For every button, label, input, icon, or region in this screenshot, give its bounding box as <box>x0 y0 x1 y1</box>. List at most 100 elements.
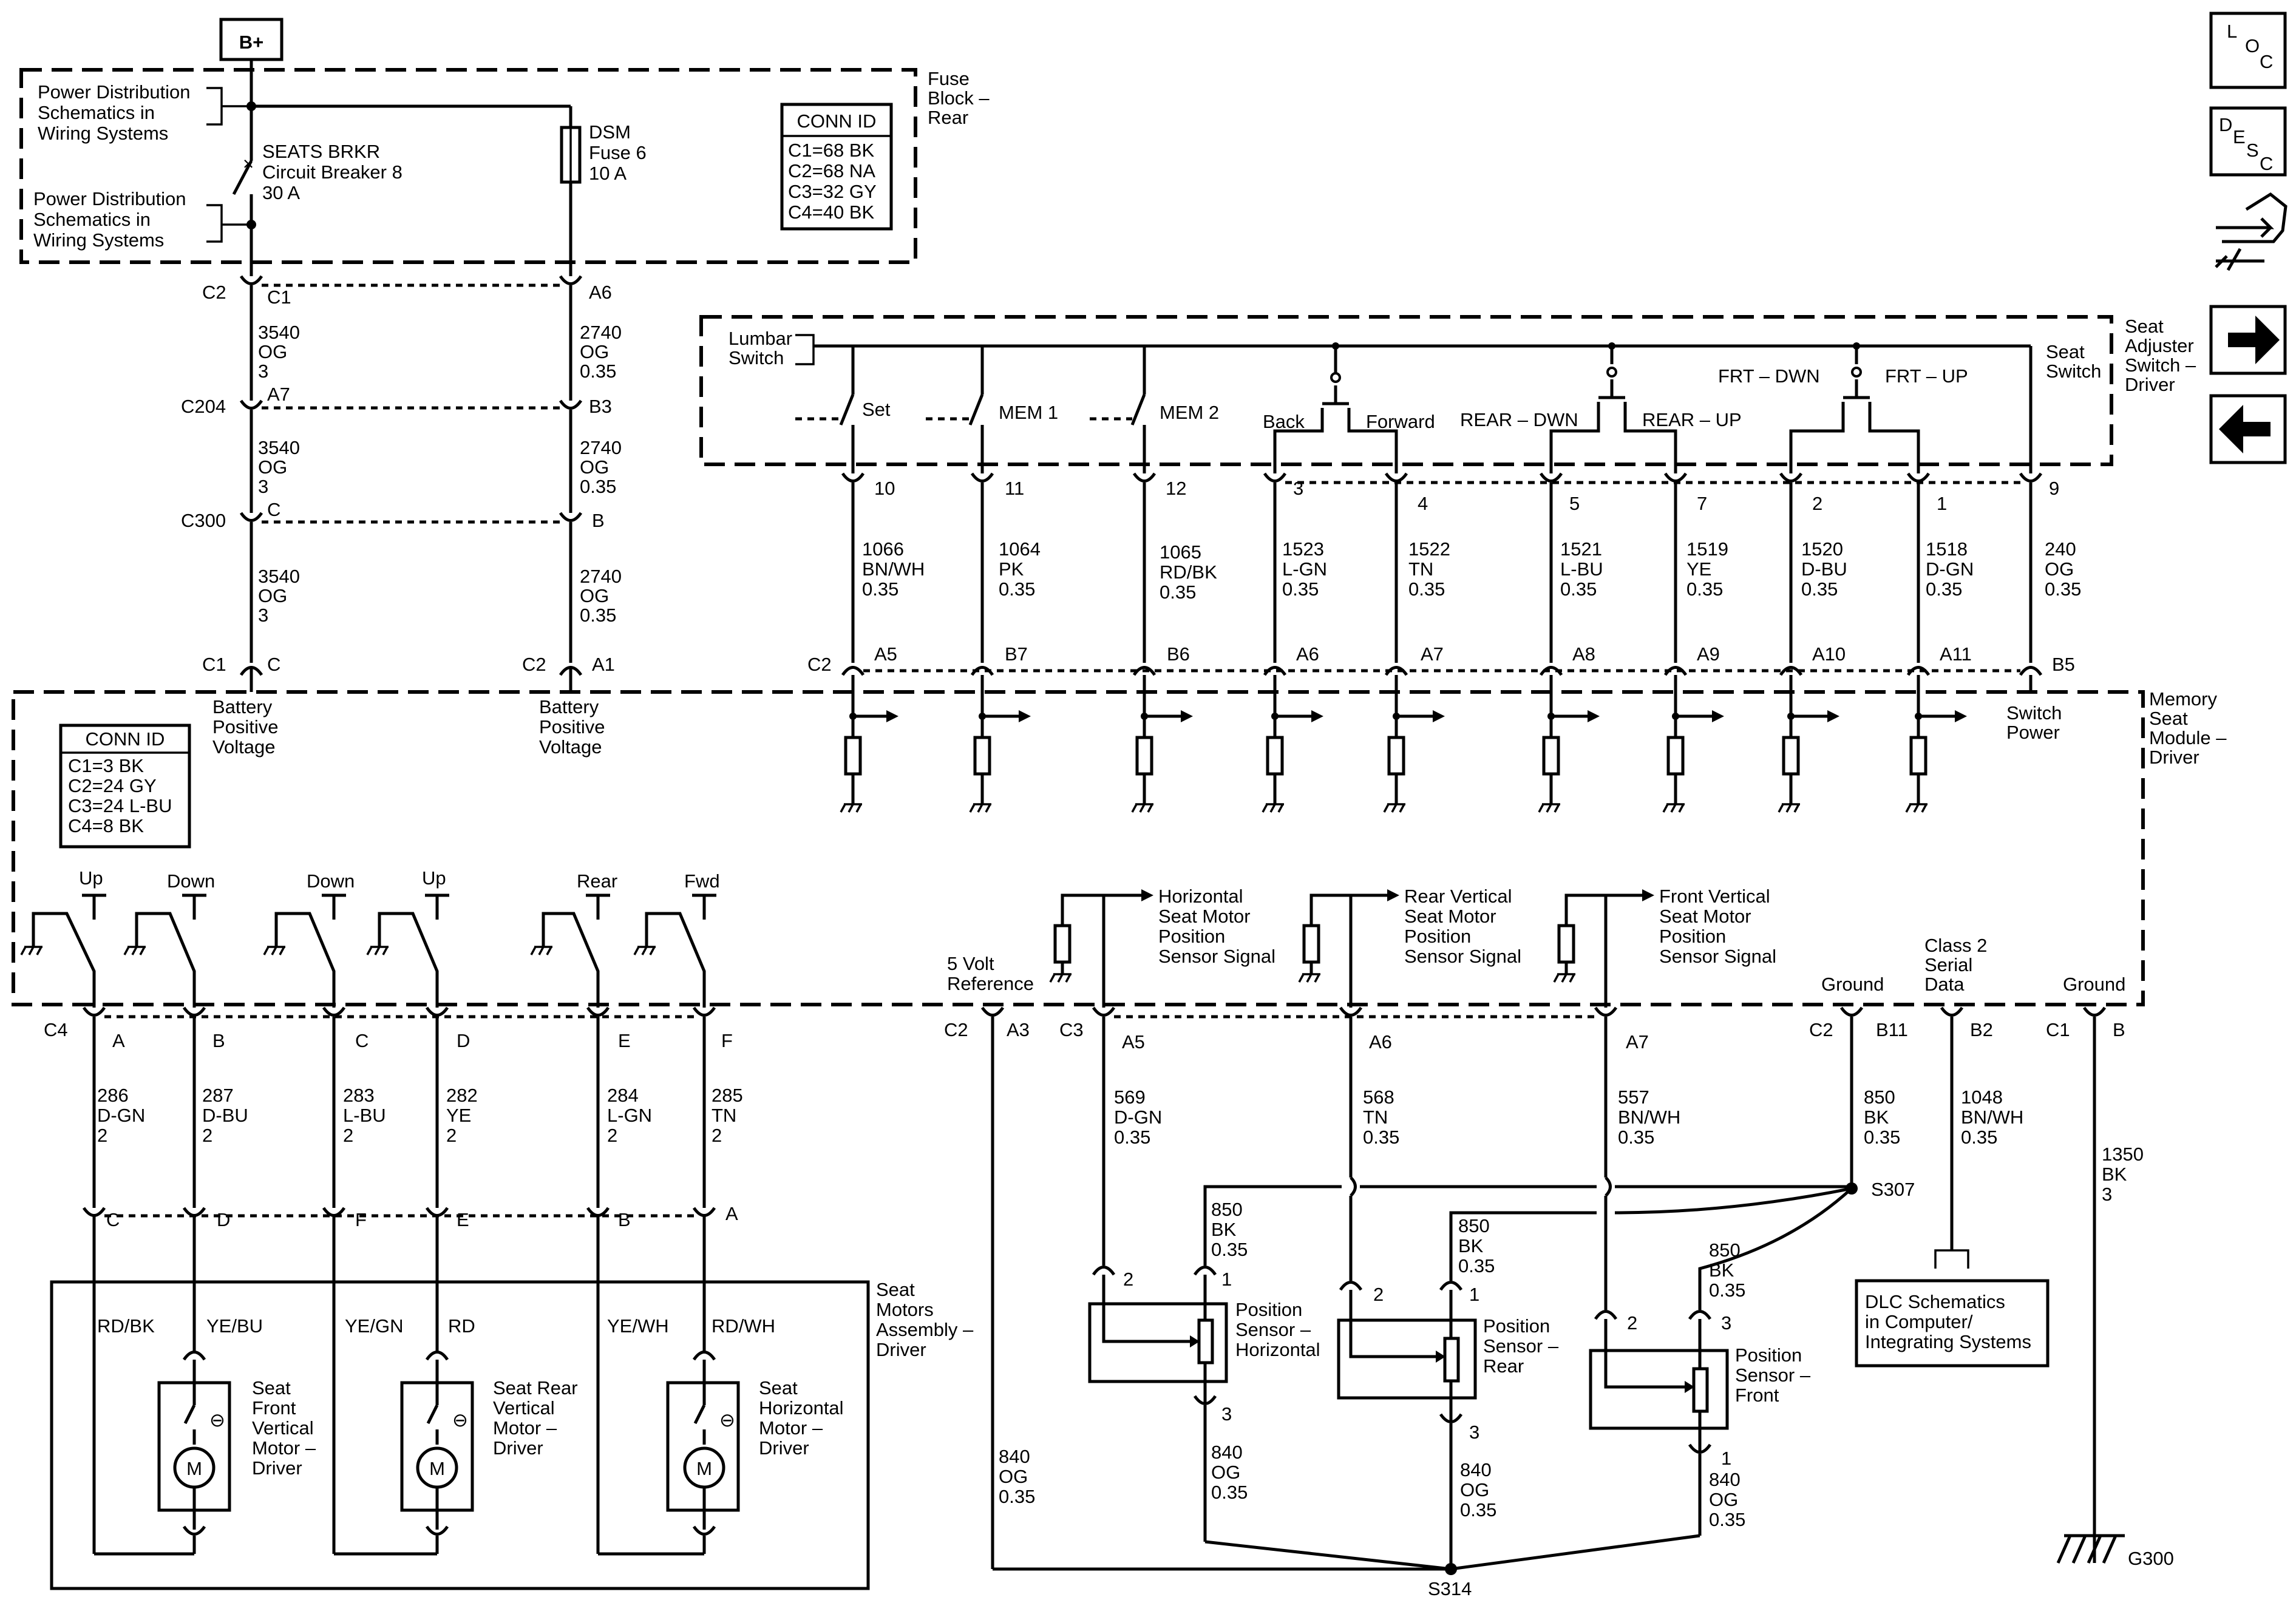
circuit-label: 0.35 <box>1363 1127 1399 1148</box>
pin-label: D <box>217 1209 230 1230</box>
circuit-label: 557 <box>1618 1086 1649 1108</box>
pin-label: 7 <box>1697 493 1707 514</box>
wire-color-label: RD/WH <box>712 1315 775 1337</box>
circuit-label: 1522 <box>1408 538 1450 560</box>
desc-icon[interactable]: D E S C <box>2209 106 2287 177</box>
position-sensor-rear <box>1337 1318 1477 1400</box>
repair-tool-icon[interactable] <box>2215 192 2288 271</box>
mem-conn-id-line: C3=24 L-BU <box>68 795 172 816</box>
arrow-left-icon[interactable] <box>2209 394 2287 464</box>
circuit-label: 850 <box>1211 1199 1243 1220</box>
seats-brkr-name: SEATS BRKR <box>262 141 380 162</box>
circuit-label: 850 <box>1458 1215 1490 1236</box>
svg-text:Power Distribution: Power Distribution <box>33 188 186 209</box>
battery-positive-label: Voltage <box>212 736 275 758</box>
switch-label-rear-dwn: REAR – DWN <box>1460 409 1578 430</box>
pin-label: B5 <box>2052 654 2075 675</box>
circuit-label: 0.35 <box>1686 578 1723 600</box>
connector-label: C2 <box>944 1019 968 1040</box>
class2-label: Serial <box>1924 954 1972 975</box>
sensor-signal-label: Seat Motor <box>1158 906 1251 927</box>
connector-label: C2 <box>807 654 832 675</box>
left-connectors: C2 C1 A6 3540 OG 3 2740 OG 0.35 C204 A7 … <box>181 275 622 692</box>
connector-label: A1 <box>592 654 615 675</box>
circuit-label: 0.35 <box>1864 1127 1900 1148</box>
circuit-label: 2 <box>446 1125 457 1146</box>
wire-color-label: YE/BU <box>206 1315 263 1337</box>
pin-label: A6 <box>1296 643 1319 665</box>
sensor-signal-label: Seat Motor <box>1404 906 1496 927</box>
switch-label-frt-dwn: FRT – DWN <box>1718 365 1820 387</box>
circuit-label: 0.35 <box>1114 1127 1150 1148</box>
sensor-label: Rear <box>1483 1355 1524 1377</box>
switch-label-frt-up: FRT – UP <box>1885 365 1968 387</box>
battery-label: B+ <box>239 32 264 53</box>
desc-letter: D <box>2219 114 2232 135</box>
ground-label: Ground <box>2063 974 2125 995</box>
pin-label: B <box>2113 1019 2125 1040</box>
lumbar-switch-label: Lumbar <box>729 328 792 349</box>
power-distribution-label-1[interactable]: Power Distribution Schematics in Wiring … <box>38 81 251 144</box>
dlc-schematics[interactable]: 1048 BN/WH 0.35 DLC Schematics in Comput… <box>1855 1017 2050 1368</box>
circuit-label: 0.35 <box>1458 1255 1495 1276</box>
circuit-label: 0.35 <box>1282 578 1319 600</box>
five-volt-label: Reference <box>947 973 1034 994</box>
seat-adjuster-label: Seat <box>2125 316 2164 337</box>
circuit-label: BN/WH <box>1618 1107 1680 1128</box>
connector-label: C1 <box>267 286 291 308</box>
connector-label: C1 <box>2046 1019 2070 1040</box>
circuit-label: BK <box>1458 1235 1484 1256</box>
fuse-conn-id-line: C1=68 BK <box>788 140 875 161</box>
circuit-label: OG <box>2045 558 2074 580</box>
pin-label: F <box>721 1030 733 1051</box>
connector-label: C1 <box>202 654 226 675</box>
seats-brkr-device: Circuit Breaker 8 <box>262 161 402 183</box>
dsm-fuse-rating: 10 A <box>589 163 627 184</box>
circuit-label: 0.35 <box>580 605 616 626</box>
memory-module-label: Driver <box>2149 747 2199 768</box>
circuit-label: TN <box>712 1105 736 1126</box>
mem-conn-id-box: CONN ID C1=3 BK C2=24 GY C3=24 L-BU C4=8… <box>59 724 191 849</box>
battery-positive-label: Battery <box>212 696 273 717</box>
motor-label: Seat Rear <box>493 1377 578 1398</box>
loc-icon[interactable]: L O C <box>2209 12 2287 89</box>
circuit-label: 1065 <box>1160 541 1201 563</box>
pin-label: A <box>725 1203 738 1224</box>
pin-label: 1 <box>1721 1448 1731 1469</box>
mem-conn-id-title: CONN ID <box>86 728 165 750</box>
circuit-label: TN <box>1408 558 1433 580</box>
pin-label: B <box>618 1209 631 1230</box>
relay-label: Rear <box>577 870 617 892</box>
sensor-signal-circuits: Horizontal Seat Motor Position Sensor Si… <box>1049 886 1776 1008</box>
power-distribution-label-2[interactable]: Power Distribution Schematics in Wiring … <box>33 188 251 251</box>
pin-label: 2 <box>1123 1269 1133 1290</box>
circuit-label: 2 <box>202 1125 212 1146</box>
svg-text:Wiring Systems: Wiring Systems <box>33 229 164 251</box>
seat-motors-assembly-label: Driver <box>876 1339 926 1360</box>
circuit-label: 1064 <box>999 538 1041 560</box>
svg-text:Schematics in: Schematics in <box>38 102 155 123</box>
wire-color-label: YE/WH <box>607 1315 669 1337</box>
circuit-label: L-BU <box>343 1105 386 1126</box>
circuit-label: D-GN <box>1114 1107 1162 1128</box>
position-sensor-front <box>1589 1349 1729 1430</box>
switch-label-rear-up: REAR – UP <box>1642 409 1742 430</box>
circuit-label: 286 <box>97 1085 129 1106</box>
pin-label: 5 <box>1569 493 1580 514</box>
g300-ground: 1350 BK 3 G300 <box>2056 1017 2174 1569</box>
connector-label: C204 <box>181 396 226 417</box>
motor-m-label: M <box>696 1458 712 1479</box>
sensor-signal-label: Sensor Signal <box>1659 946 1776 967</box>
circuit-label: 3540 <box>258 437 300 458</box>
circuit-label: 569 <box>1114 1086 1146 1108</box>
circuit-label: 850 <box>1864 1086 1895 1108</box>
circuit-label: 840 <box>1709 1469 1741 1490</box>
sensor-signal-label: Position <box>1158 926 1225 947</box>
svg-text:Schematics in: Schematics in <box>33 209 151 230</box>
circuit-label: 240 <box>2045 538 2076 560</box>
fuse-conn-id-box: CONN ID C1=68 BK C2=68 NA C3=32 GY C4=40… <box>780 103 893 231</box>
pin-label: A11 <box>1940 643 1972 665</box>
arrow-right-icon[interactable] <box>2209 305 2287 375</box>
battery-positive-label: Voltage <box>539 736 602 758</box>
